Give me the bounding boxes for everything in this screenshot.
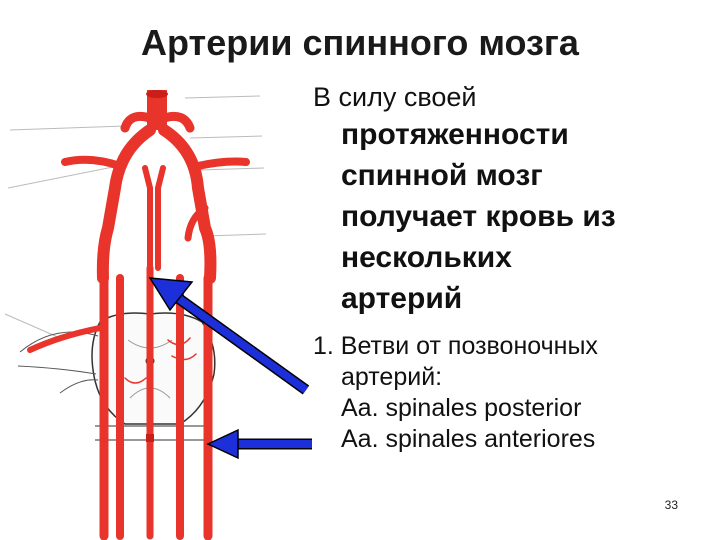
intro-line: получает кровь из: [341, 200, 616, 233]
intro-line: протяженности: [341, 118, 569, 151]
list-item-heading: 1. Ветви от позвоночных: [313, 332, 598, 360]
pointer-arrows: [148, 277, 312, 460]
arrow-posterior: [148, 277, 310, 395]
artery-name: Aa. spinales anteriores: [341, 425, 596, 453]
slide-body-text: В силу своей протяженности спинной мозг …: [313, 80, 713, 455]
spinal-arteries-illustration: [4, 90, 312, 540]
list-item-1: 1. Ветви от позвоночных артерий: Aa. spi…: [313, 331, 713, 455]
intro-first-line: В силу своей: [313, 82, 477, 112]
arrow-anterior: [206, 428, 312, 460]
page-number: 33: [664, 498, 678, 512]
intro-line: спинной мозг: [341, 159, 543, 192]
leader-lines: [4, 95, 267, 339]
intro-line: артерий: [341, 282, 463, 315]
list-item-heading-cont: артерий:: [341, 363, 443, 391]
intro-line: нескольких: [341, 241, 512, 274]
intro-bold-text: протяженности спинной мозг получает кров…: [313, 114, 713, 319]
artery-name: Aa. spinales posterior: [341, 394, 582, 422]
arteries: [27, 90, 250, 540]
slide-title: Артерии спинного мозга: [141, 22, 579, 63]
